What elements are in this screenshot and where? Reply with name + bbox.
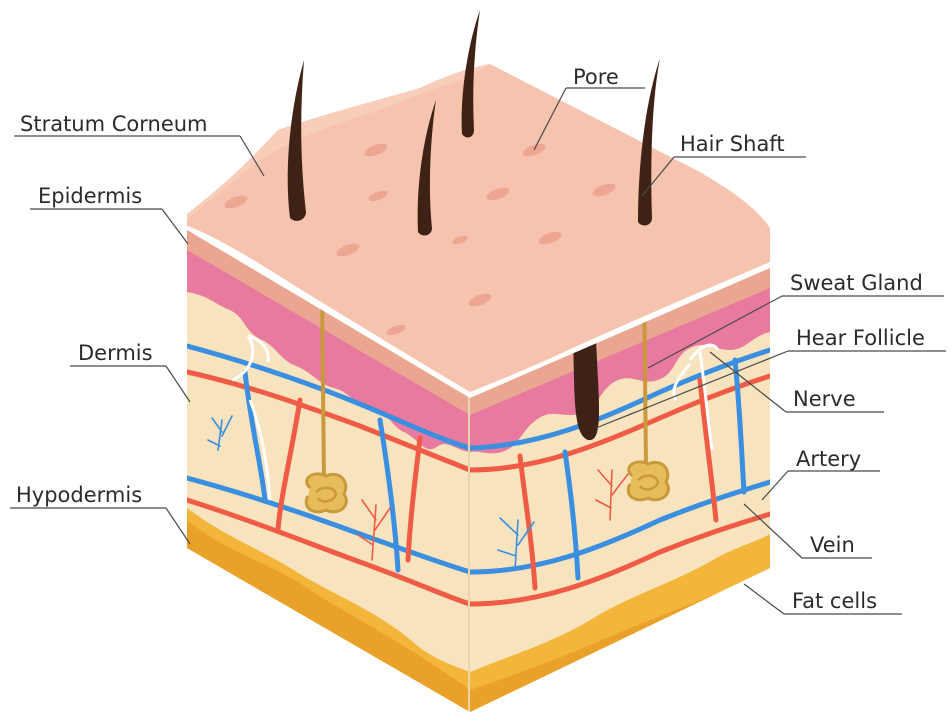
label-epidermis: Epidermis: [30, 184, 188, 244]
label-dermis: Dermis: [70, 341, 190, 402]
label-pore-text: Pore: [573, 65, 619, 89]
label-hair-shaft-text: Hair Shaft: [680, 132, 785, 156]
label-stratum-corneum: Stratum Corneum: [14, 112, 264, 176]
label-hypodermis-text: Hypodermis: [16, 483, 142, 507]
label-fat-cells-text: Fat cells: [792, 589, 877, 613]
label-epidermis-text: Epidermis: [38, 184, 142, 208]
label-nerve-text: Nerve: [793, 387, 856, 411]
label-artery: Artery: [762, 447, 880, 500]
label-dermis-text: Dermis: [78, 341, 153, 365]
label-artery-text: Artery: [796, 447, 861, 471]
label-sweat-gland-text: Sweat Gland: [790, 271, 923, 295]
label-fat-cells: Fat cells: [744, 584, 902, 614]
label-stratum-corneum-text: Stratum Corneum: [20, 112, 208, 136]
label-vein-text: Vein: [810, 533, 855, 557]
label-hair-follicle-text: Hear Follicle: [796, 326, 925, 350]
label-hypodermis: Hypodermis: [10, 483, 190, 544]
